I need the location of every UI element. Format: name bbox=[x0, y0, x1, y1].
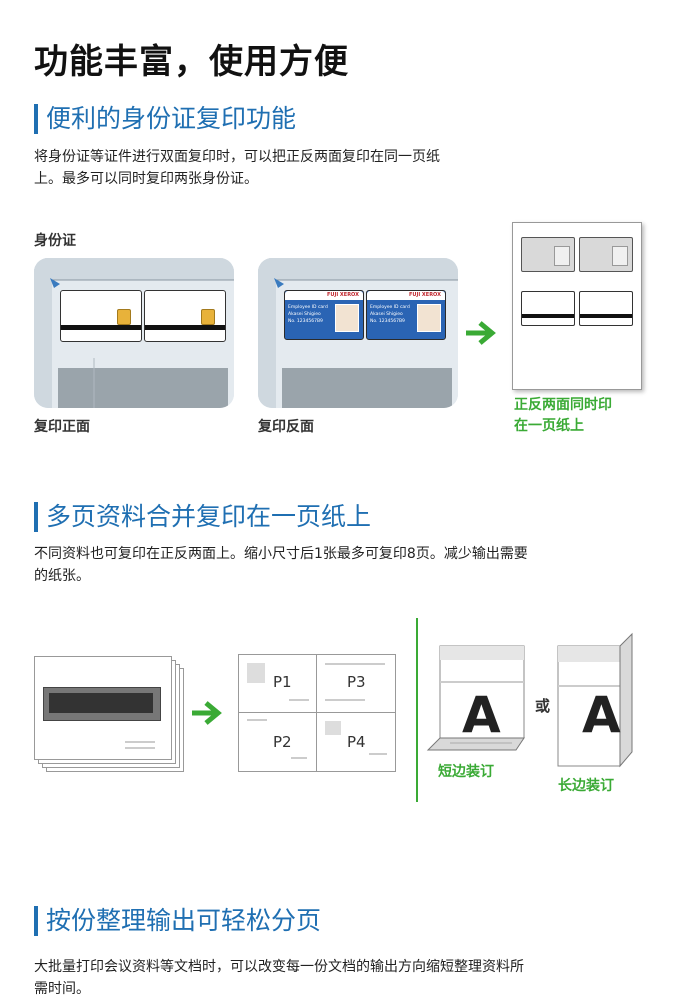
section-desc-collate: 大批量打印会议资料等文档时，可以改变每一份文档的输出方向缩短整理资料所 需时间。 bbox=[34, 956, 614, 1000]
arrow-right-icon bbox=[466, 321, 496, 345]
result-card-back-2 bbox=[579, 237, 633, 272]
card-brand: FUJI XEROX bbox=[409, 292, 441, 298]
desc-line: 的纸张。 bbox=[34, 568, 90, 584]
short-edge-binding-drawing bbox=[426, 645, 525, 751]
or-label: 或 bbox=[535, 697, 551, 715]
avatar bbox=[335, 304, 359, 332]
caption-result: 正反两面同时印 在一页纸上 bbox=[514, 397, 612, 434]
page-label-p2: P2 bbox=[273, 733, 292, 751]
chip-icon bbox=[201, 309, 215, 325]
desc-line: 需时间。 bbox=[34, 981, 90, 997]
card-text: Employee ID card Akasei Shigieo No. 1234… bbox=[288, 305, 328, 324]
chip-icon bbox=[117, 309, 131, 325]
card-text: Employee ID card Akasei Shigieo No. 1234… bbox=[370, 305, 410, 324]
section-desc-nup-copy: 不同资料也可复印在正反两面上。缩小尺寸后1张最多可复印8页。减少输出需要 的纸张… bbox=[34, 543, 614, 587]
caption-short-edge: 短边装订 bbox=[438, 764, 494, 780]
section-title-collate: 按份整理输出可轻松分页 bbox=[34, 906, 321, 936]
desc-line: 上。最多可以同时复印两张身份证。 bbox=[34, 171, 258, 187]
id-card-back-2: FUJI XEROX Employee ID card Akasei Shigi… bbox=[366, 290, 446, 340]
section-desc-id-copy: 将身份证等证件进行双面复印时，可以把正反两面复印在同一页纸 上。最多可以同时复印… bbox=[34, 146, 514, 190]
letter-a-short: A bbox=[462, 686, 501, 744]
caption-long-edge: 长边装订 bbox=[558, 778, 614, 794]
id-card-front-2 bbox=[144, 290, 226, 342]
section-title-nup-copy: 多页资料合并复印在一页纸上 bbox=[34, 502, 371, 532]
page-label-p1: P1 bbox=[273, 673, 292, 691]
desc-line: 大批量打印会议资料等文档时，可以改变每一份文档的输出方向缩短整理资料所 bbox=[34, 959, 524, 975]
caption-copy-back: 复印反面 bbox=[258, 419, 314, 435]
id-card-back-1: FUJI XEROX Employee ID card Akasei Shigi… bbox=[284, 290, 364, 340]
section-title-id-copy: 便利的身份证复印功能 bbox=[34, 104, 296, 134]
result-card-front-2 bbox=[579, 291, 633, 326]
arrow-right-icon bbox=[192, 701, 222, 725]
result-sheet bbox=[512, 222, 642, 390]
card-brand: FUJI XEROX bbox=[327, 292, 359, 298]
caption-copy-front: 复印正面 bbox=[34, 419, 90, 435]
page-title: 功能丰富，使用方便 bbox=[34, 42, 349, 82]
result-card-back-1 bbox=[521, 237, 575, 272]
page-label-p3: P3 bbox=[347, 673, 366, 691]
scanner-glass-front bbox=[34, 258, 234, 408]
label-id-card: 身份证 bbox=[34, 233, 76, 249]
id-card-front-1 bbox=[60, 290, 142, 342]
result-card-front-1 bbox=[521, 291, 575, 326]
divider bbox=[416, 618, 418, 802]
long-edge-binding-drawing bbox=[557, 632, 633, 768]
four-up-sheet: P1 P3 P2 P4 bbox=[238, 654, 396, 772]
letter-a-long: A bbox=[582, 686, 621, 744]
desc-line: 不同资料也可复印在正反两面上。缩小尺寸后1张最多可复印8页。减少输出需要 bbox=[34, 546, 528, 562]
page-label-p4: P4 bbox=[347, 733, 366, 751]
scanner-glass-back: FUJI XEROX Employee ID card Akasei Shigi… bbox=[258, 258, 458, 408]
avatar bbox=[417, 304, 441, 332]
desc-line: 将身份证等证件进行双面复印时，可以把正反两面复印在同一页纸 bbox=[34, 149, 440, 165]
doc-stack-top-sheet bbox=[34, 656, 172, 760]
